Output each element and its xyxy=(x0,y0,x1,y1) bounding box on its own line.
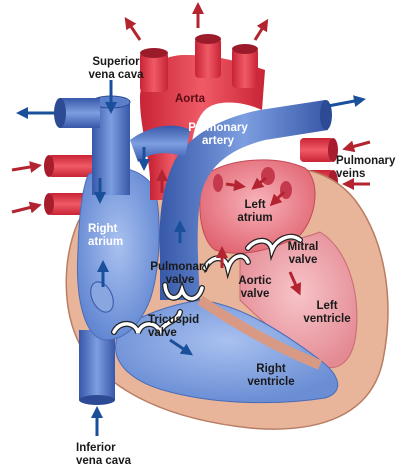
label-right-ventricle: Right ventricle xyxy=(247,363,295,388)
pulmonary-vein-opening xyxy=(261,167,275,185)
pulmonary-vein-opening xyxy=(213,174,223,192)
coronary-sinus-opening xyxy=(90,281,114,313)
label-pulmonary-artery: Pulmonary artery xyxy=(188,122,248,147)
blue-flow-arrows xyxy=(15,80,366,436)
label-superior-vena-cava: Superior vena cava xyxy=(88,56,144,81)
label-pulmonary-valve: Pulmonary valve xyxy=(150,261,210,286)
label-left-atrium: Left atrium xyxy=(237,199,273,224)
label-aorta: Aorta xyxy=(174,93,206,105)
label-right-atrium: Right atrium xyxy=(88,223,124,248)
interventricular-septum xyxy=(197,295,322,370)
label-inferior-vena-cava: Inferior vena cava xyxy=(76,442,131,467)
pulmonary-valve-fill xyxy=(163,283,204,301)
label-tricuspid-valve: Tricuspid valve xyxy=(148,314,200,339)
label-left-ventricle: Left ventricle xyxy=(303,300,351,325)
label-mitral-valve: Mitral valve xyxy=(287,241,319,266)
right-ventricle xyxy=(115,299,338,404)
inferior-vena-cava xyxy=(79,330,115,405)
brachiocephalic-vein xyxy=(54,98,100,128)
label-pulmonary-veins: Pulmonary veins xyxy=(336,155,396,180)
aortic-valve-fill xyxy=(203,254,250,275)
red-flow-arrows xyxy=(11,1,371,296)
mitral-valve-fill xyxy=(246,235,302,257)
tricuspid-valve-fill xyxy=(112,310,182,334)
label-aortic-valve: Aortic valve xyxy=(238,275,272,300)
